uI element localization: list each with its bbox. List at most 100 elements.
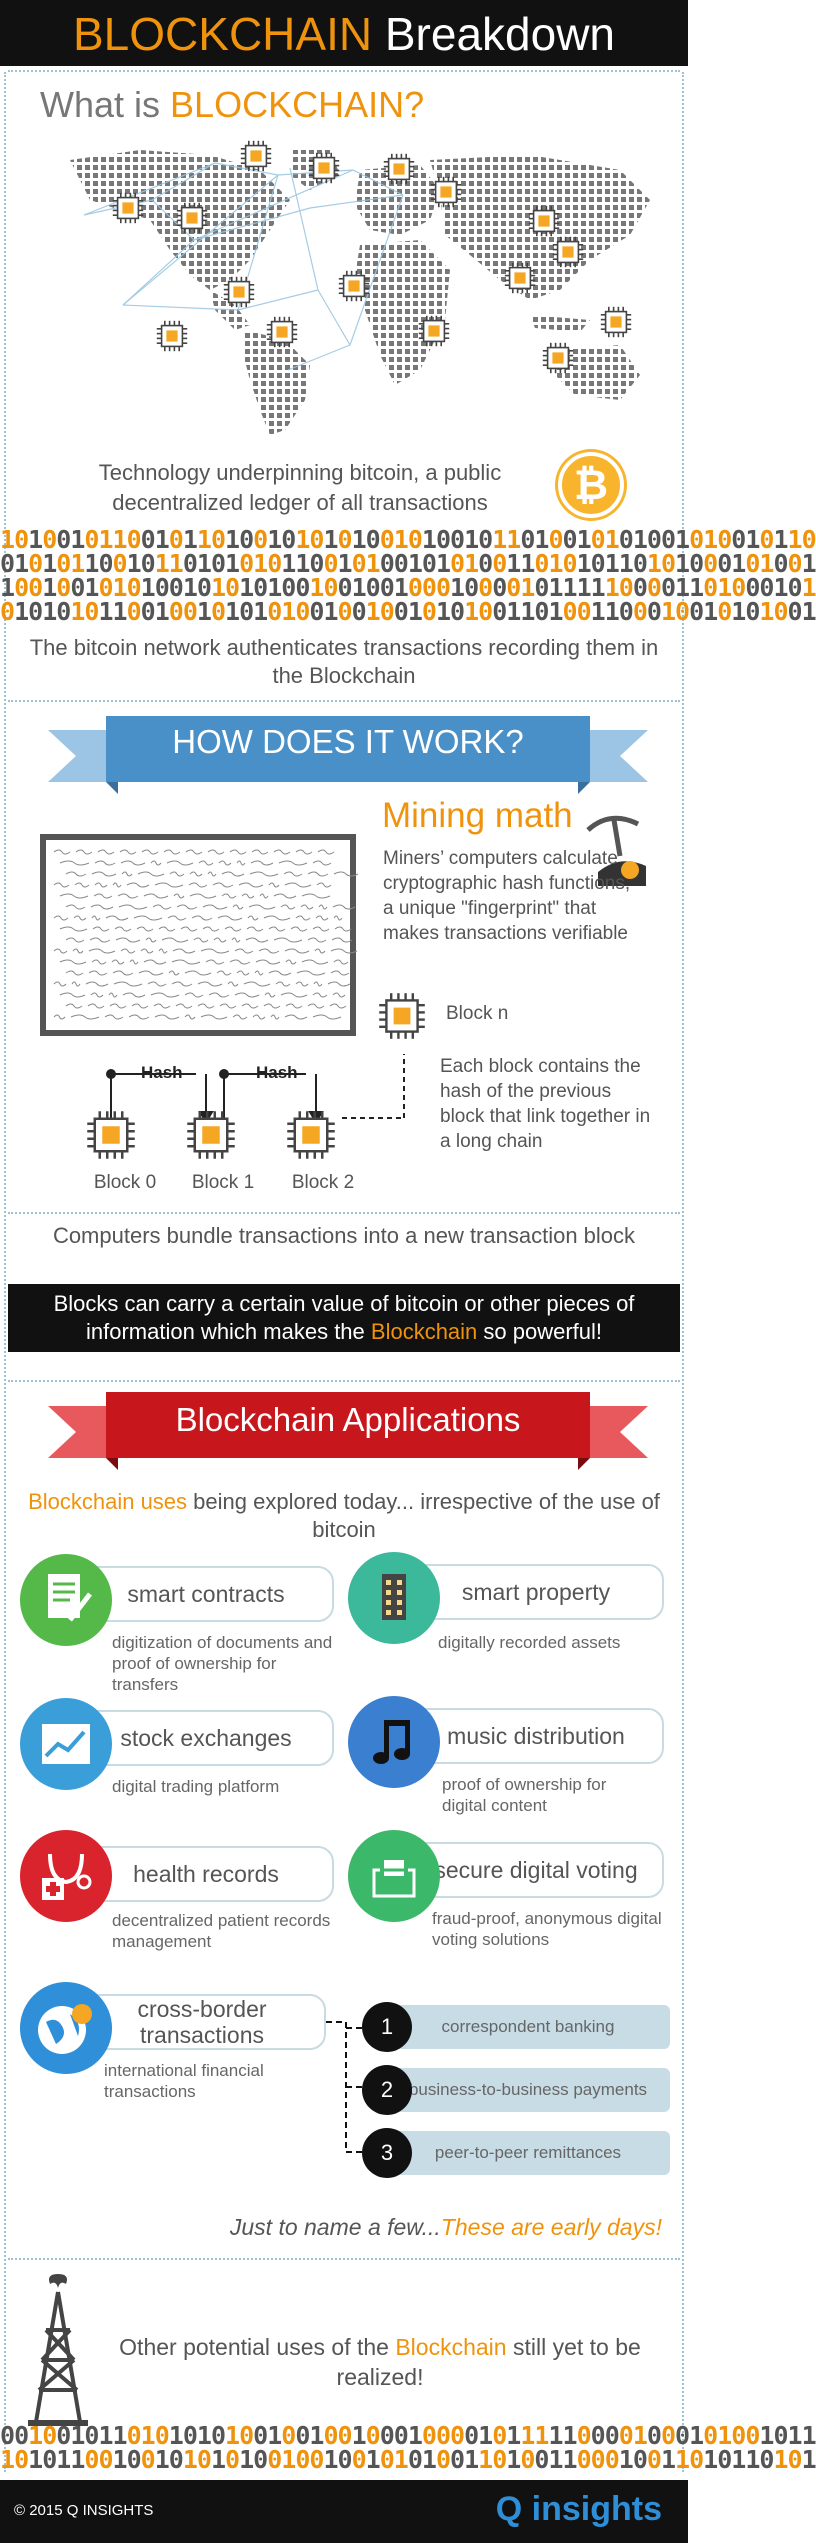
- block-chip-icon: [286, 1110, 336, 1160]
- app-label-stock-exchanges: stock exchanges: [78, 1710, 334, 1766]
- binary-row: 1001001010100101010100100100100010000101…: [0, 573, 816, 602]
- cross-border-number-3: 3: [362, 2128, 412, 2178]
- page-title: BLOCKCHAIN Breakdown: [0, 6, 688, 62]
- app-label-health-records: health records: [78, 1846, 334, 1902]
- smart-property-icon: [348, 1552, 440, 1644]
- binary-row: 0101010110010010101010010010010101001101…: [0, 597, 816, 626]
- network-node-chip-icon: [430, 176, 462, 208]
- block-chip-icon: [378, 992, 426, 1040]
- binary-row: 0101011001011010101011001010010101001101…: [0, 549, 816, 578]
- chain-description: Each block contains the hash of the prev…: [440, 1056, 651, 1152]
- app-desc-cross-border: international financial transactions: [104, 2061, 264, 2101]
- app-label-secure-voting: secure digital voting: [408, 1842, 664, 1898]
- cross-border-item-3: peer-to-peer remittances: [386, 2131, 670, 2175]
- callout-banner: Blocks can carry a certain value of bitc…: [8, 1284, 680, 1352]
- voting-box-icon: [348, 1830, 440, 1922]
- name-a-few-text: Just to name a few...These are early day…: [230, 2214, 662, 2241]
- block-chip-icon: [186, 1110, 236, 1160]
- block-n-label: Block n: [446, 1003, 509, 1024]
- network-node-chip-icon: [176, 202, 208, 234]
- side-border-right: [682, 72, 684, 2472]
- early-days: These are early days!: [440, 2214, 662, 2240]
- block-0-label: Block 0: [93, 1172, 157, 1193]
- network-node-chip-icon: [552, 236, 584, 268]
- hash-chain-diagram: [106, 1054, 405, 1124]
- math-board-image: [40, 834, 359, 1036]
- binary-row: 1010010110010110100101010100101001011010…: [0, 525, 816, 554]
- network-node-chip-icon: [338, 270, 370, 302]
- app-label-smart-contracts: smart contracts: [78, 1566, 334, 1622]
- callout-text: Blocks can carry a certain value of bitc…: [53, 1291, 635, 1344]
- copyright-text: © 2015 Q INSIGHTS: [14, 2502, 154, 2519]
- network-node-chip-icon: [542, 342, 574, 374]
- network-node-chip-icon: [240, 140, 272, 172]
- future-uses-text: Other potential uses of the Blockchain s…: [100, 2332, 660, 2392]
- mining-title: Mining math: [382, 796, 573, 835]
- network-node-chip-icon: [156, 320, 188, 352]
- network-node-chip-icon: [308, 152, 340, 184]
- divider: [8, 2258, 680, 2260]
- hash-label-2: Hash: [256, 1063, 298, 1082]
- brand-logo: Q insights: [495, 2490, 662, 2528]
- network-text: The bitcoin network authenticates transa…: [29, 635, 659, 688]
- page-title-rest: Breakdown: [372, 8, 615, 60]
- callout-highlight: Blockchain: [370, 1319, 478, 1344]
- app-desc-smart-property: digitally recorded assets: [438, 1633, 621, 1652]
- app-desc-smart-contracts: digitization of documents and proof of o…: [112, 1633, 333, 1694]
- binary-strip-top: 1010010110010110100101010100101001011010…: [0, 525, 816, 626]
- bundle-text: Computers bundle transactions into a new…: [52, 1223, 636, 1248]
- divider: [8, 700, 680, 702]
- future-uses-start: Other potential uses of the: [119, 2334, 396, 2360]
- footer-bar: [0, 2480, 688, 2543]
- hash-label-1: Hash: [141, 1063, 183, 1082]
- app-label-music-distribution: music distribution: [408, 1708, 664, 1764]
- network-node-chip-icon: [383, 153, 415, 185]
- block-2-label: Block 2: [291, 1172, 355, 1193]
- how-it-works-ribbon: [48, 716, 648, 794]
- pickaxe-icon: [586, 815, 646, 886]
- bitcoin-coin-icon: ₿: [558, 452, 624, 518]
- app-label-cross-border: cross-border transactions: [78, 1994, 326, 2050]
- divider: [8, 70, 680, 72]
- network-node-chip-icon: [266, 316, 298, 348]
- network-node-chip-icon: [600, 306, 632, 338]
- cross-border-number-1: 1: [362, 2002, 412, 2052]
- what-is-heading: What is BLOCKCHAIN?: [40, 84, 424, 126]
- binary-strip-bottom: 0010010110101010100100100100010000101111…: [0, 2421, 816, 2474]
- stock-exchanges-icon: [20, 1698, 112, 1790]
- callout-text-end: so powerful!: [477, 1319, 603, 1344]
- cross-border-number-2: 2: [362, 2065, 412, 2115]
- name-a-few: Just to name a few...: [229, 2214, 441, 2240]
- bitcoin-symbol: ₿: [573, 461, 609, 508]
- network-node-chip-icon: [528, 205, 560, 237]
- block-1-label: Block 1: [191, 1172, 255, 1193]
- app-desc-health-records: decentralized patient records management: [112, 1911, 331, 1951]
- network-node-chip-icon: [504, 262, 536, 294]
- cross-border-item-2: business-to-business payments: [386, 2068, 670, 2112]
- applications-ribbon: [48, 1392, 648, 1470]
- network-node-chip-icon: [112, 192, 144, 224]
- divider: [8, 1380, 680, 1382]
- applications-intro-text: being explored today... irrespective of …: [187, 1489, 660, 1542]
- what-is-heading-text: What is: [40, 84, 171, 125]
- app-desc-secure-voting: fraud-proof, anonymous digital voting so…: [432, 1909, 662, 1949]
- future-uses-end: still yet to be realized!: [336, 2334, 641, 2390]
- block-chip-icon: [86, 1110, 136, 1160]
- cross-border-item-1: correspondent banking: [386, 2005, 670, 2049]
- app-desc-stock-exchanges: digital trading platform: [112, 1777, 280, 1796]
- health-records-icon: [20, 1830, 112, 1922]
- binary-row: 0010010110101010100100100100010000101111…: [0, 2421, 816, 2450]
- future-uses-highlight: Blockchain: [395, 2334, 507, 2360]
- divider: [8, 1212, 680, 1214]
- applications-title: Blockchain Applications: [175, 1401, 521, 1438]
- how-it-works-title: HOW DOES IT WORK?: [172, 723, 524, 760]
- what-is-heading-highlight: BLOCKCHAIN?: [170, 84, 425, 125]
- applications-intro: Blockchain uses being explored today... …: [14, 1488, 674, 1544]
- network-node-chip-icon: [223, 276, 255, 308]
- applications-intro-highlight: Blockchain uses: [28, 1489, 188, 1514]
- app-label-smart-property: smart property: [408, 1564, 664, 1620]
- page-title-highlight: BLOCKCHAIN: [73, 8, 373, 60]
- binary-row: 1010110010010101010010010010101001101001…: [0, 2445, 816, 2474]
- mining-description: Miners’ computers calculate cryptographi…: [383, 848, 631, 944]
- app-desc-music-distribution: proof of ownership for digital content: [442, 1775, 607, 1815]
